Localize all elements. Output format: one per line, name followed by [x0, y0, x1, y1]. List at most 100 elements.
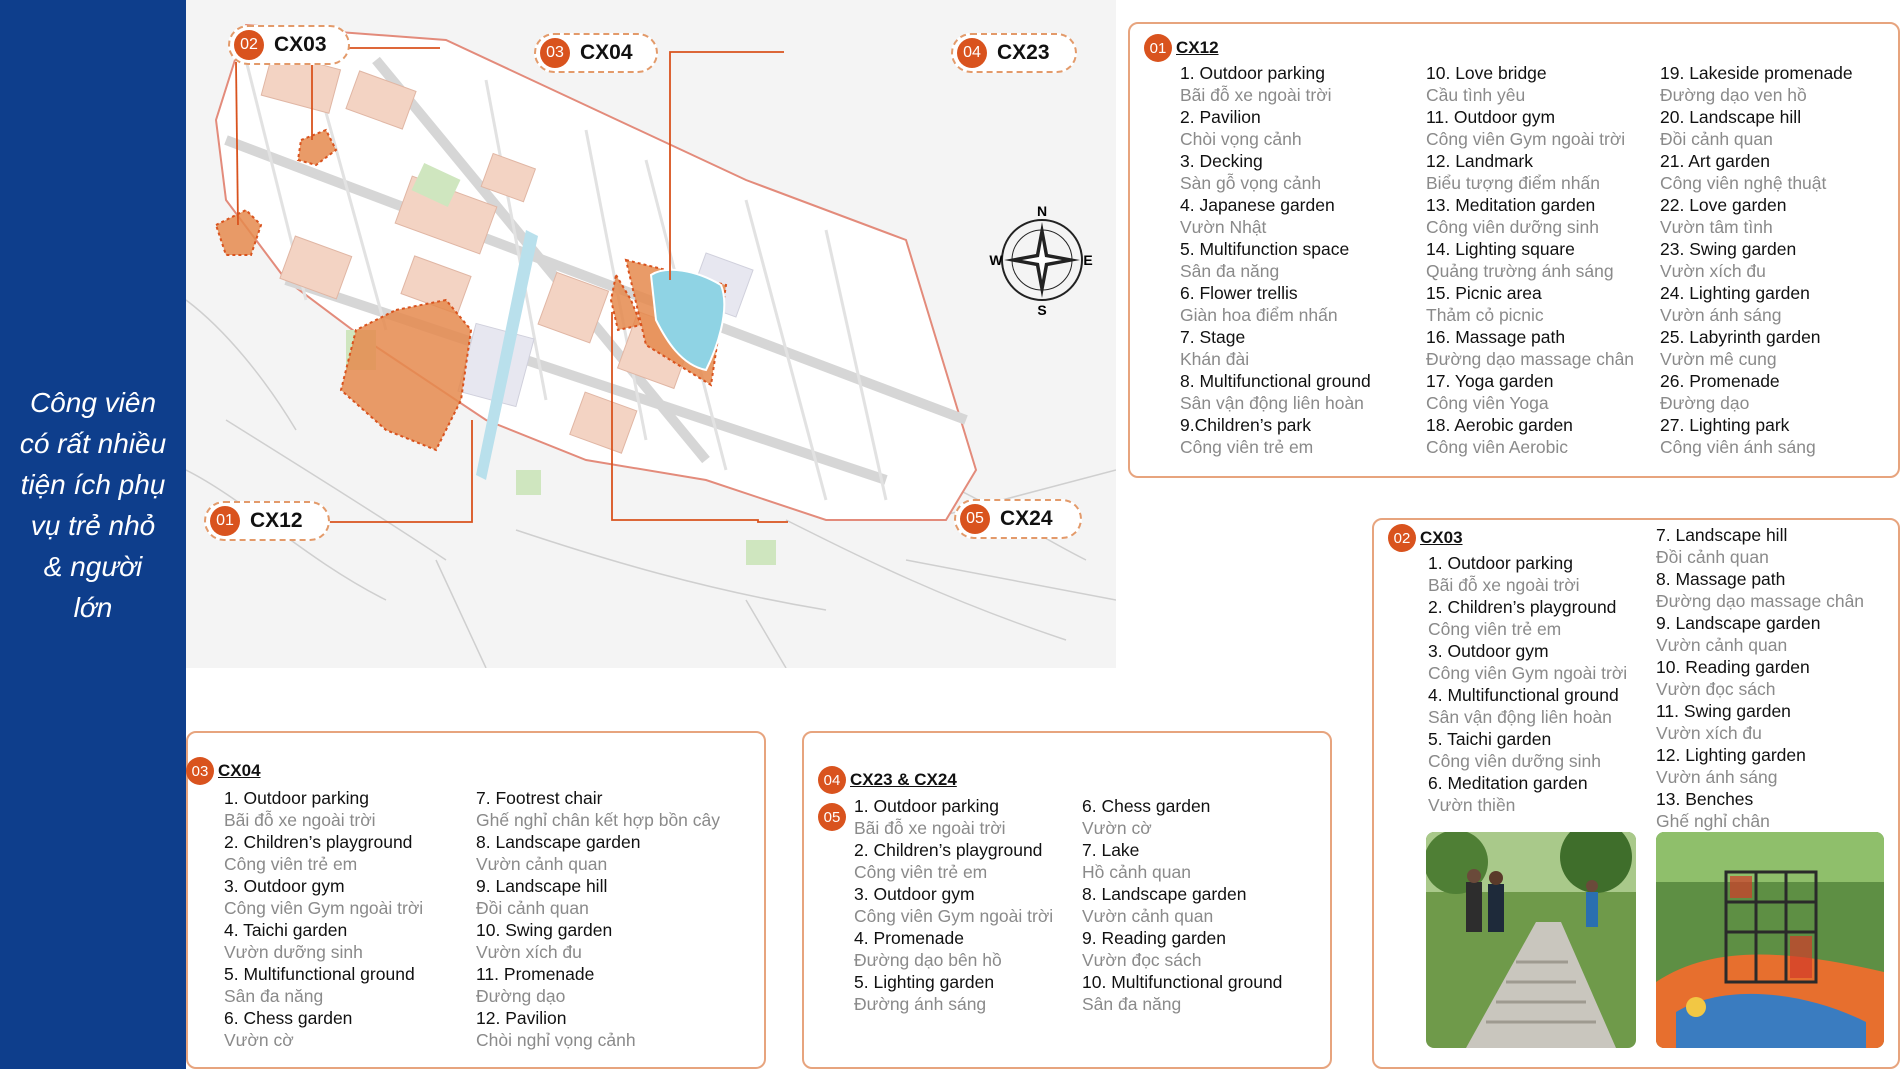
sidebar: Công viên có rất nhiều tiện ích phụ vụ t…: [0, 0, 186, 1069]
amenity-name-vi: Vườn cờ: [224, 1030, 294, 1050]
amenity-name-en: 6. Chess garden: [224, 1008, 353, 1028]
amenity-name-vi: Vườn Nhật: [1180, 217, 1267, 237]
site-plan-map: N E S W 02 CX03 03 CX04 04 CX23 01 CX12 …: [186, 0, 1116, 668]
amenity-name-en: 7. Stage: [1180, 327, 1246, 347]
amenity-name-vi: Biểu tượng điểm nhấn: [1426, 173, 1600, 193]
amenity-name-en: 10. Reading garden: [1656, 657, 1810, 677]
amenity-name-vi: Đồi cảnh quan: [1660, 129, 1773, 149]
amenity-name-en: 6. Flower trellis: [1180, 283, 1298, 303]
amenity-name-vi: Giàn hoa điểm nhấn: [1180, 305, 1338, 325]
amenity-name-vi: Công viên trẻ em: [854, 862, 988, 882]
amenity-name-vi: Cầu tình yêu: [1426, 85, 1526, 105]
caption-line: vụ trẻ nhỏ: [30, 510, 156, 541]
amenity-name-en: 1. Outdoor parking: [1428, 553, 1573, 573]
amenity-name-vi: Đường dạo: [1660, 393, 1750, 413]
amenity-name-vi: Vườn tâm tình: [1660, 217, 1773, 237]
amenity-name-vi: Hồ cảnh quan: [1082, 862, 1191, 882]
amenity-name-vi: Công viên dưỡng sinh: [1426, 217, 1600, 237]
amenity-name-vi: Khán đài: [1180, 349, 1250, 369]
amenity-name-en: 12. Lighting garden: [1656, 745, 1806, 765]
map-label-number: 01: [210, 506, 240, 536]
amenity-name-vi: Công viên ánh sáng: [1660, 437, 1816, 457]
compass-icon: N E S W: [989, 203, 1092, 318]
amenity-name-en: 3. Outdoor gym: [854, 884, 975, 904]
map-label-cx04: 03 CX04: [534, 33, 658, 73]
amenity-name-vi: Công viên Gym ngoài trời: [1428, 663, 1628, 683]
amenity-name-vi: Vườn cảnh quan: [1656, 635, 1788, 655]
amenity-name-vi: Vườn xích đu: [1656, 723, 1762, 743]
section-title: CX03: [1420, 528, 1463, 547]
amenity-name-en: 16. Massage path: [1426, 327, 1566, 347]
caption-line: Công viên: [29, 387, 157, 418]
amenity-name-vi: Công viên Gym ngoài trời: [1426, 129, 1626, 149]
amenity-name-vi: Công viên dưỡng sinh: [1428, 751, 1602, 771]
section-title: CX23 & CX24: [850, 770, 957, 789]
map-label-number: 04: [957, 38, 987, 68]
caption-line: có rất nhiều: [19, 428, 167, 459]
amenity-name-en: 5. Multifunctional ground: [224, 964, 415, 984]
amenity-name-vi: Đường dạo ven hồ: [1660, 85, 1807, 105]
amenity-name-en: 19. Lakeside promenade: [1660, 63, 1853, 83]
amenity-name-vi: Vườn mê cung: [1660, 349, 1777, 369]
amenity-name-en: 23. Swing garden: [1660, 239, 1797, 259]
compass-s: S: [1037, 302, 1046, 318]
section-title: CX12: [1176, 38, 1219, 57]
amenity-name-vi: Sân đa năng: [1082, 994, 1182, 1014]
amenity-name-vi: Đồi cảnh quan: [1656, 547, 1769, 567]
amenity-name-vi: Vườn đọc sách: [1082, 950, 1202, 970]
amenity-name-en: 2. Children’s playground: [854, 840, 1043, 860]
amenity-name-en: 8. Multifunctional ground: [1180, 371, 1371, 391]
amenity-name-en: 21. Art garden: [1660, 151, 1770, 171]
amenity-name-en: 12. Pavilion: [476, 1008, 567, 1028]
amenity-name-en: 17. Yoga garden: [1426, 371, 1554, 391]
amenity-name-vi: Công viên Gym ngoài trời: [854, 906, 1054, 926]
amenity-name-vi: Quảng trường ánh sáng: [1426, 261, 1614, 281]
amenity-name-en: 3. Outdoor gym: [1428, 641, 1549, 661]
amenity-name-vi: Bãi đỗ xe ngoài trời: [1180, 85, 1332, 105]
amenity-name-vi: Vườn thiền: [1428, 795, 1516, 815]
amenity-name-en: 9. Landscape hill: [476, 876, 608, 896]
amenity-name-vi: Bãi đỗ xe ngoài trời: [1428, 575, 1580, 595]
amenity-name-en: 25. Labyrinth garden: [1660, 327, 1821, 347]
map-label-cx12: 01 CX12: [204, 501, 330, 541]
amenity-name-en: 6. Chess garden: [1082, 796, 1211, 816]
amenity-name-vi: Đường dạo: [476, 986, 566, 1006]
amenity-name-en: 15. Picnic area: [1426, 283, 1542, 303]
amenity-name-vi: Vườn xích đu: [476, 942, 582, 962]
amenity-name-en: 9. Reading garden: [1082, 928, 1226, 948]
amenity-name-vi: Vườn cảnh quan: [1082, 906, 1214, 926]
amenity-name-en: 8. Landscape garden: [476, 832, 641, 852]
